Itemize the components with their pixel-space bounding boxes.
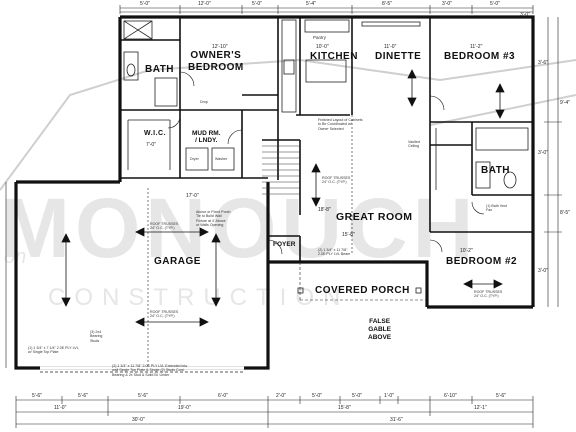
roof-trusses-note-1: ROOF TRUSSES 24" O.C. (TYP.) xyxy=(150,222,179,231)
roof-trusses-note-2: ROOF TRUSSES 24" O.C. (TYP.) xyxy=(150,310,179,319)
false-gable-label: FALSE GABLE ABOVE xyxy=(368,318,392,341)
fixtures xyxy=(40,19,529,373)
bottom-dimension-9: 6'-10" xyxy=(444,393,457,399)
bottom-total-left: 11'-0" xyxy=(54,405,67,411)
top-dimension-5: 8'-5" xyxy=(382,1,392,7)
bottom-dimension-4: 6'-0" xyxy=(218,393,228,399)
bottom-dimension-1: 5'-6" xyxy=(32,393,42,399)
door-swings xyxy=(167,71,485,255)
great-room-length-dimension: 15'-8" xyxy=(342,232,355,238)
garage-header-note: (1) 1 3/4" x 7 1/4" 2.0E PLY LVL w/ Sing… xyxy=(28,346,79,355)
top-dimension-4: 5'-4" xyxy=(306,1,316,7)
garage-width-dimension: 17'-0" xyxy=(186,193,199,199)
bottom-total-right-2: 12'-1" xyxy=(474,405,487,411)
side-dimension-3: 9'-4" xyxy=(560,100,570,106)
side-dimension-2: 3'-0" xyxy=(538,150,548,156)
overall-dimension-left: 30'-0" xyxy=(132,417,145,423)
wic-dimension: 7'-0" xyxy=(146,142,156,148)
side-dimension-1: 3'-6" xyxy=(538,60,548,66)
above-fixed-note: Above or Fixed Porch Tie to Build Wall F… xyxy=(196,210,231,227)
bottom-dimension-5: 2'-0" xyxy=(276,393,286,399)
top-dimension-2: 12'-0" xyxy=(198,1,211,7)
top-dimension-6: 3'-0" xyxy=(442,1,452,7)
master-bath-label: BATH xyxy=(145,64,175,75)
top-dimension-1: 5'-0" xyxy=(140,1,150,7)
bedroom-2-label: BEDROOM #2 xyxy=(446,256,518,267)
overall-dimension-right: 31'-6" xyxy=(390,417,403,423)
side-dimension-5: 3'-0" xyxy=(538,268,548,274)
top-dimension-3: 5'-0" xyxy=(252,1,262,7)
dimension-lines xyxy=(5,5,562,428)
bath-vent-note: (1) Bath Vent Fan xyxy=(486,204,507,213)
bedroom-3-label: BEDROOM #3 xyxy=(444,51,516,62)
bottom-dimension-6: 5'-0" xyxy=(312,393,322,399)
bottom-dimension-8: 1'-0" xyxy=(384,393,394,399)
side-dimension-4: 8'-5" xyxy=(560,210,570,216)
pantry-label: Pantry xyxy=(313,35,327,40)
interior-walls xyxy=(120,17,533,262)
great-room-beam-note: (2) 1 3/4" x 11 7/8" 2.0E PLY LVL Beam xyxy=(318,248,351,257)
dinette-label: DINETTE xyxy=(375,51,422,62)
garage-label: GARAGE xyxy=(154,256,201,267)
mud-room-label: MUD RM. / LNDY. xyxy=(192,130,221,144)
kitchen-cabinet-note: Finished Layout of Cabinets to Be Coordi… xyxy=(318,118,363,131)
wic-label: W.I.C. xyxy=(144,130,167,137)
bottom-total-mid: 19'-0" xyxy=(178,405,191,411)
bearing-studs-note: (3) 2x4 Bearing Studs xyxy=(90,330,103,343)
bedroom-3-dimension: 11'-2" xyxy=(470,44,483,50)
drop-note: Drop xyxy=(200,100,208,104)
foyer-label: FOYER xyxy=(273,241,296,248)
bottom-dimension-2: 5'-6" xyxy=(78,393,88,399)
roof-trusses-note-3: ROOF TRUSSES 24" O.C. (TYP.) xyxy=(322,176,351,185)
top-dimension-7: 5'-0" xyxy=(490,1,500,7)
great-room-label: GREAT ROOM xyxy=(336,211,413,223)
bedroom-2-dimension: 10'-2" xyxy=(460,248,473,254)
garage-beam-note: (2) 1 3/4" x 11 7/8" 2.0E PLY LVL Extend… xyxy=(112,364,188,377)
bottom-dimension-10: 5'-6" xyxy=(496,393,506,399)
dryer-label: Dryer xyxy=(190,157,199,161)
bottom-total-right: 15'-8" xyxy=(338,405,351,411)
dinette-dimension: 11'-0" xyxy=(384,44,397,50)
brand-watermark-subtitle: CONSTRUCTION xyxy=(48,284,350,311)
bottom-dimension-7: 5'-0" xyxy=(352,393,362,399)
ceiling-note: Vaulted Ceiling xyxy=(408,140,420,149)
truss-arrows xyxy=(61,69,505,327)
roof-trusses-note-4: ROOF TRUSSES 24" O.C. (TYP.) xyxy=(474,290,503,299)
top-dimension-8: 3'-0" xyxy=(520,12,530,18)
kitchen-label: KITCHEN xyxy=(310,51,358,62)
owners-bedroom-dimension: 12'-10" xyxy=(212,44,228,50)
owners-bedroom-label: OWNER'S BEDROOM xyxy=(188,50,244,73)
washer-label: Washer xyxy=(215,157,228,161)
exterior-walls xyxy=(14,15,535,370)
bath-label: BATH xyxy=(481,165,511,176)
stair-treads xyxy=(262,145,300,195)
great-room-width-dimension: 18'-8" xyxy=(318,207,331,213)
bottom-dimension-3: 5'-6" xyxy=(138,393,148,399)
kitchen-dimension: 10'-0" xyxy=(316,44,329,50)
covered-porch-label: COVERED PORCH xyxy=(315,285,410,296)
brand-watermark: MONOUCH xyxy=(0,181,479,275)
